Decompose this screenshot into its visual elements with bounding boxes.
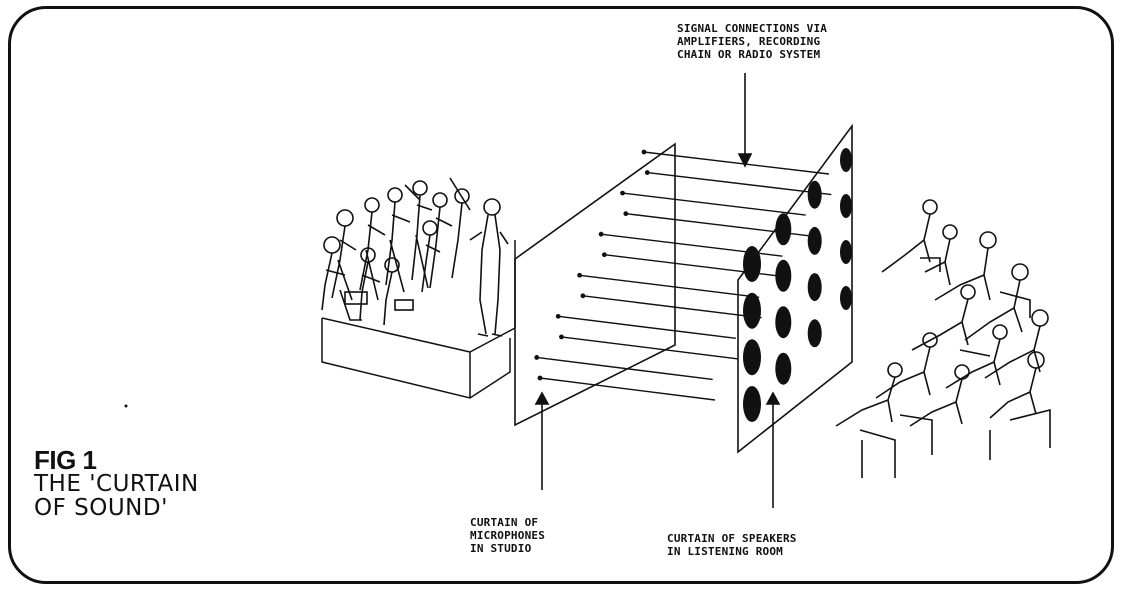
microphone-point [577,272,583,278]
figure-caption-block: FIG 1 THE 'CURTAIN OF SOUND' [34,445,199,520]
microphone-point [555,313,561,319]
microphone-curtain-panel [514,142,676,427]
speaker-cone [840,240,852,264]
speaker-array [743,148,852,422]
speaker-curtain-label: CURTAIN OF SPEAKERS IN LISTENING ROOM [667,532,797,558]
figure-number: FIG 1 [34,445,97,475]
signal-wire [558,315,736,340]
annotation-arrows [534,73,781,508]
speaker-cone [807,226,822,255]
speaker-cone [775,306,792,339]
microphone-point [644,170,650,175]
signal-wire [561,336,739,360]
speaker-cone [775,213,792,246]
microphone-point [580,293,586,299]
label-line: AMPLIFIERS, RECORDING [677,35,821,48]
speaker-cone [840,194,852,218]
speaker-cone [807,180,822,209]
signal-wire [622,192,806,216]
label-line: IN LISTENING ROOM [667,545,783,558]
label-line: SIGNAL CONNECTIONS VIA [677,22,828,35]
speaker-cone [840,286,852,310]
speaker-cone [775,259,792,292]
print-speck [124,404,128,408]
signal-wire [539,377,716,401]
microphone-point [620,190,625,196]
label-line: IN STUDIO [470,542,532,555]
label-line: CURTAIN OF SPEAKERS [667,532,797,545]
microphone-point [623,211,629,217]
microphone-point [534,355,540,360]
figure-frame [8,6,1114,584]
signal-wire [643,151,830,175]
figure-caption: THE 'CURTAIN OF SOUND' [34,472,199,520]
caption-line: OF SOUND' [34,495,168,521]
speaker-cone [840,148,852,172]
signal-wire [579,274,760,298]
speaker-cone [807,273,822,302]
microphone-point [537,375,543,381]
signal-wire [647,171,832,196]
label-line: CURTAIN OF [470,516,539,529]
microphone-curtain-label: CURTAIN OF MICROPHONES IN STUDIO [470,516,545,555]
orchestra-musicians [321,177,509,337]
studio-stage [321,240,516,399]
signal-wire [536,356,713,381]
speaker-cone [743,339,761,376]
speaker-cone [743,292,761,329]
speaker-cone [807,319,822,348]
microphone-point [641,149,647,155]
label-line: CHAIN OR RADIO SYSTEM [677,48,821,61]
speaker-cone [743,246,761,282]
listening-audience [835,199,1051,478]
microphone-point [559,334,564,340]
speaker-cone [743,386,761,422]
signal-connections-label: SIGNAL CONNECTIONS VIA AMPLIFIERS, RECOR… [677,22,827,61]
label-line: MICROPHONES [470,529,546,542]
signal-wire [582,295,762,319]
speaker-curtain-panel [737,123,853,454]
speaker-cone [775,352,792,385]
microphone-point [601,252,607,258]
microphone-point [598,231,604,237]
caption-line: THE 'CURTAIN [34,471,199,497]
